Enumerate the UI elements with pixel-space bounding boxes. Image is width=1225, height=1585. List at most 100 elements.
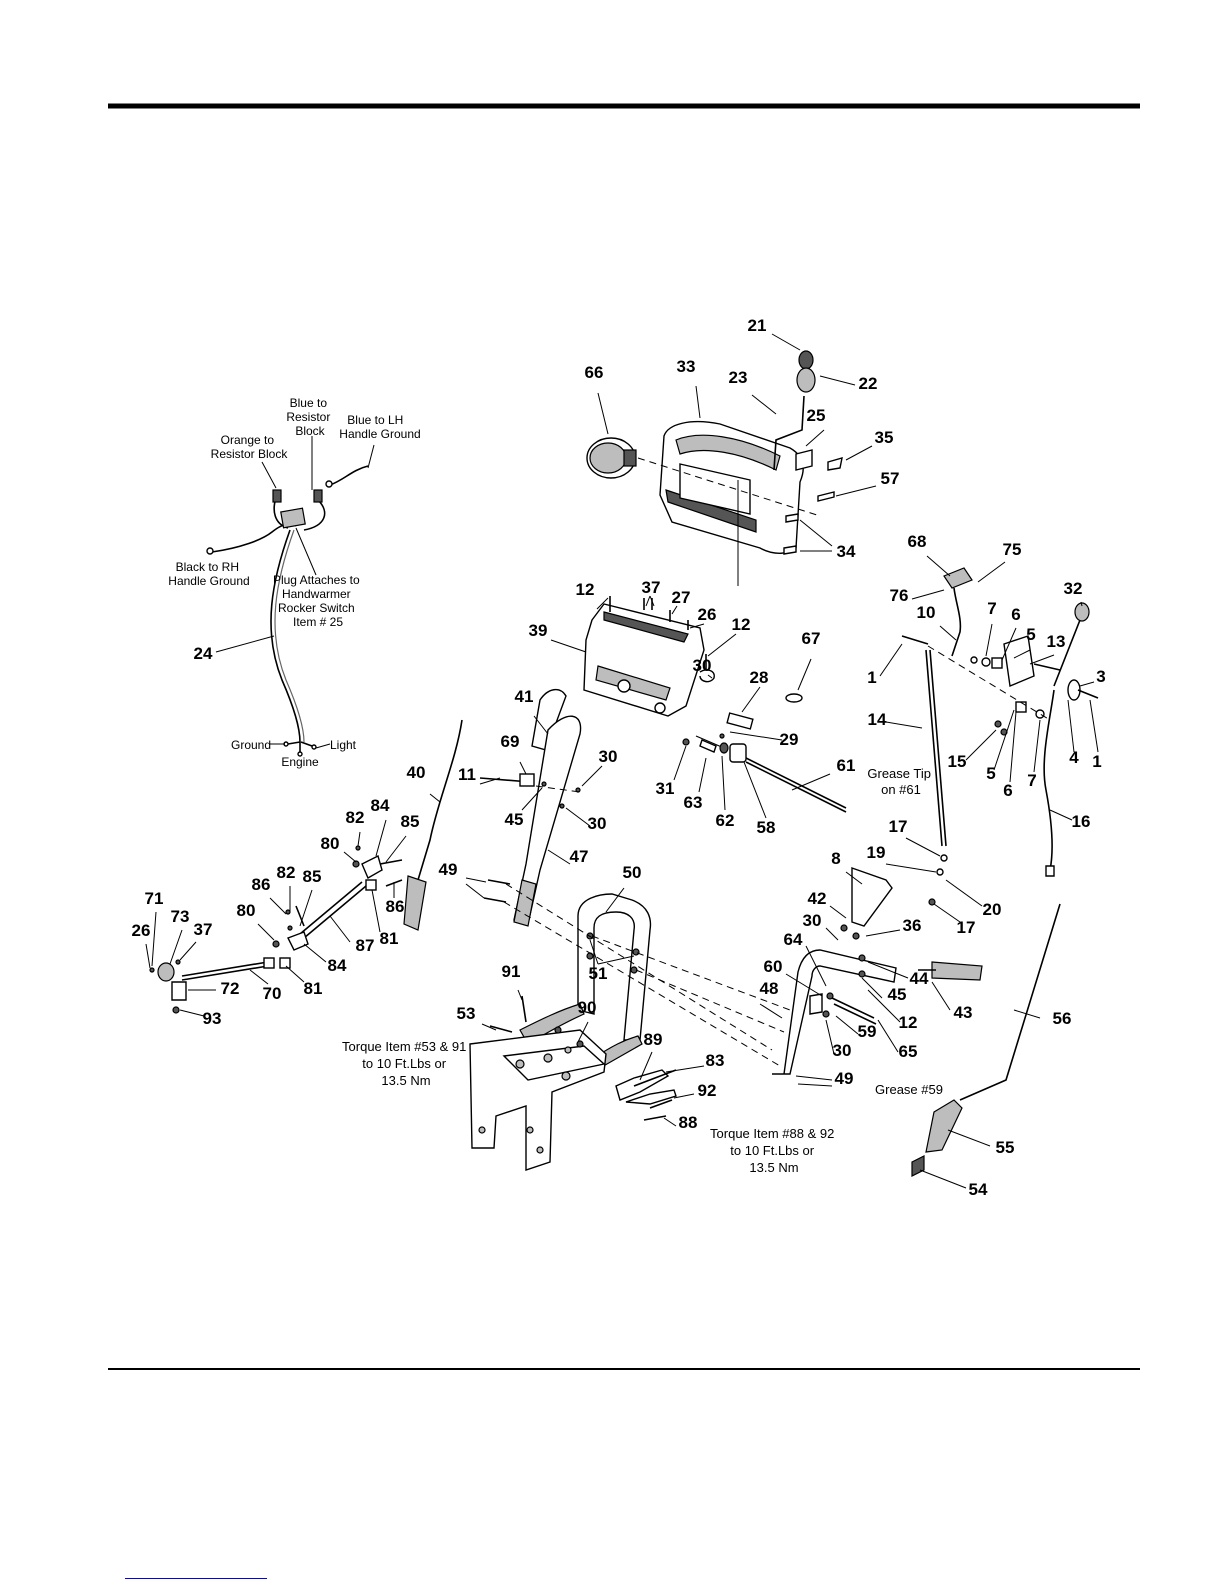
callout: 82 (277, 863, 296, 882)
callout: 5 (1026, 625, 1035, 644)
callout: 63 (684, 793, 703, 812)
callout: 34 (837, 542, 856, 561)
note-orange: Orange to Resistor Block (211, 433, 289, 461)
dash-panel (583, 603, 754, 730)
callout: 30 (588, 814, 607, 833)
linkage-leaders (145, 793, 441, 1017)
callout: 49 (439, 860, 458, 879)
right-handle-leaders (759, 871, 951, 1087)
console-hardware (773, 350, 843, 555)
callout: 58 (757, 818, 776, 837)
callout: 22 (859, 374, 878, 393)
callout: 32 (1064, 579, 1083, 598)
callout: 85 (303, 867, 322, 886)
left-handle-leaders (479, 715, 603, 865)
note-ground: Ground (231, 738, 271, 752)
note-engine: Engine (281, 755, 319, 769)
callout: 72 (221, 979, 240, 998)
callout: 66 (585, 363, 604, 382)
callout: 85 (401, 812, 420, 831)
console-leaders (597, 333, 877, 552)
frame-leaders (465, 877, 705, 1127)
callout: 6 (1003, 781, 1012, 800)
callout: 30 (693, 656, 712, 675)
headlight (586, 437, 637, 479)
dash-hardware (609, 596, 847, 813)
callout: 35 (875, 428, 894, 447)
callout: 1 (867, 668, 876, 687)
callout: 45 (505, 810, 524, 829)
callout: 1 (1092, 752, 1101, 771)
callout: 48 (760, 979, 779, 998)
callout: 65 (899, 1042, 918, 1061)
callout: 86 (386, 897, 405, 916)
callout: 42 (808, 889, 827, 908)
callout-numbers: 21 22 23 33 66 25 35 57 34 68 75 76 32 1… (132, 316, 1106, 1199)
note-blue-resistor: Blue to Resistor Block (286, 396, 333, 438)
callout: 41 (515, 687, 534, 706)
callout: 13 (1047, 632, 1066, 651)
callout: 7 (987, 599, 996, 618)
note-torque-53-91: Torque Item #53 & 91 to 10 Ft.Lbs or 13.… (342, 1039, 470, 1088)
callout: 11 (458, 765, 476, 784)
wiring-harness (206, 465, 369, 757)
callout: 62 (716, 811, 735, 830)
callout: 29 (780, 730, 799, 749)
callout: 83 (706, 1051, 725, 1070)
callout: 10 (917, 603, 936, 622)
frame-hardware (483, 879, 677, 1121)
callout: 30 (833, 1041, 852, 1060)
callout: 75 (1003, 540, 1022, 559)
callout: 89 (644, 1030, 663, 1049)
callout: 71 (145, 889, 164, 908)
notes: Blue to Resistor Block Blue to LH Handle… (168, 396, 943, 1175)
callout: 87 (356, 936, 375, 955)
page-link-underline[interactable] (125, 1578, 267, 1579)
callout: 31 (656, 779, 675, 798)
callout: 26 (132, 921, 151, 940)
callout: 37 (194, 920, 213, 939)
shift-assembly (901, 567, 1099, 906)
note-black-rh: Black to RH Handle Ground (168, 560, 249, 588)
callout: 81 (304, 979, 323, 998)
callout: 19 (867, 843, 886, 862)
callout: 54 (969, 1180, 988, 1199)
callout: 39 (529, 621, 548, 640)
callout: 27 (672, 588, 691, 607)
dash-leaders (550, 595, 831, 819)
callout: 70 (263, 984, 282, 1003)
callout: 20 (983, 900, 1002, 919)
note-light: Light (330, 738, 357, 752)
cable-grip (911, 903, 1061, 1189)
callout: 51 (589, 964, 608, 983)
callout: 24 (194, 644, 213, 663)
callout: 25 (807, 406, 826, 425)
callout: 93 (203, 1009, 222, 1028)
callout: 5 (986, 764, 995, 783)
callout: 73 (171, 907, 190, 926)
callout: 17 (957, 918, 976, 937)
callout: 68 (908, 532, 927, 551)
callout: 26 (698, 605, 717, 624)
console-cover (659, 421, 804, 586)
callout: 60 (764, 957, 783, 976)
callout: 91 (502, 962, 521, 981)
left-handle (479, 689, 582, 927)
callout: 69 (501, 732, 520, 751)
callout: 90 (578, 998, 597, 1017)
note-blue-lh: Blue to LH Handle Ground (339, 413, 420, 441)
note-grease-59: Grease #59 (875, 1082, 943, 1097)
callout: 67 (802, 629, 821, 648)
callout: 21 (748, 316, 767, 335)
callout: 80 (321, 834, 340, 853)
callout: 84 (328, 956, 347, 975)
right-handle (772, 867, 983, 1075)
callout: 4 (1069, 748, 1079, 767)
callout: 30 (803, 911, 822, 930)
callout: 12 (899, 1013, 918, 1032)
callout: 81 (380, 929, 399, 948)
callout: 61 (837, 756, 856, 775)
callout: 30 (599, 747, 618, 766)
callout: 3 (1096, 667, 1105, 686)
